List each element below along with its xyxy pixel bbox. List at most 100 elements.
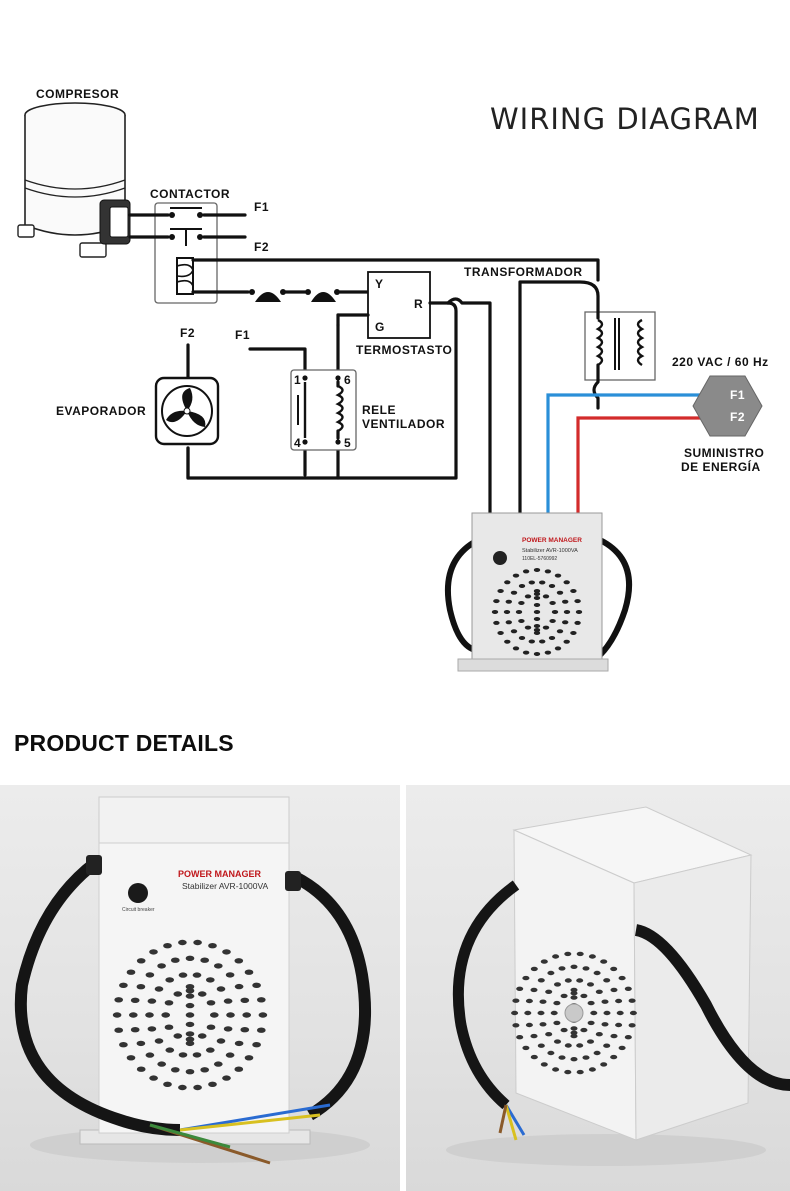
vent-hole [593,1050,601,1056]
vent-hole [505,620,512,625]
vent-hole [564,1043,572,1048]
vent-hole [185,1012,195,1018]
vent-hole [136,1066,146,1072]
vent-hole [493,599,500,604]
vent-hole [515,610,523,614]
vent-hole [548,584,556,588]
vent-hole [618,1045,626,1051]
wiring-diagram: WIRING DIAGRAM COMPRESOR CONTACTOR F1 F2 [17,87,768,672]
vent-hole [549,619,556,623]
blue-wire [546,393,728,513]
vent-hole [542,625,550,630]
vent-hole [200,957,210,963]
breaker-label: Circuit breaker [122,907,155,913]
vent-hole [525,1022,533,1028]
vent-hole [544,650,552,655]
vent-hole [256,997,266,1003]
diagram-title: WIRING DIAGRAM [490,102,760,136]
vent-hole [570,991,578,996]
vent-hole [556,629,564,634]
vent-hole [130,1027,140,1033]
vent-hole [206,1000,216,1006]
vent-hole [163,1081,172,1087]
relay-label-2: VENTILADOR [362,417,445,431]
vent-hole [539,639,546,644]
vent-hole [574,620,581,625]
vent-hole [126,1055,136,1061]
vent-hole [554,646,562,651]
thermostat-y: Y [375,277,384,291]
vent-hole [590,1010,598,1016]
vent-hole [145,1052,155,1058]
vent-hole [244,1055,254,1061]
vent-hole [206,1024,216,1030]
vent-hole [185,1031,195,1037]
vent-hole [192,972,202,978]
vent-hole [629,1010,637,1016]
vent-hole [136,1040,146,1047]
vent-hole [576,1069,584,1075]
side-product-photo [406,785,790,1191]
vent-hole [537,1010,545,1016]
black-wires [186,258,600,515]
vent-hole [185,984,195,990]
vent-hole [580,1027,588,1033]
vent-hole [615,1022,623,1028]
vent-hole [530,1054,538,1060]
transformer-icon [584,310,656,410]
vent-hole [522,650,530,655]
vent-hole [165,1047,175,1053]
vent-hole [575,610,583,614]
vent-hole [178,939,187,946]
vent-hole [586,982,595,987]
vent-hole [512,998,520,1003]
vent-hole [570,987,578,993]
vent-hole [216,1038,226,1044]
vent-hole [553,982,562,987]
vent-hole [178,972,188,978]
vent-hole [147,998,157,1004]
vent-hole [497,589,504,593]
vent-hole [209,1012,219,1018]
vent-hole [595,1032,603,1037]
vent-hole [540,959,548,964]
vent-hole [616,1010,624,1016]
vent-hole [240,1027,250,1033]
vent-hole [516,986,524,991]
vent-hole [149,1075,158,1081]
vent-hole [200,1067,210,1073]
vent-hole [222,949,231,955]
vent-hole [170,957,180,963]
vent-hole [528,639,535,644]
vent-hole [537,978,545,983]
vent-hole [570,1026,578,1031]
vent-hole [558,966,566,971]
vent-hole [497,631,504,635]
relay-pin-5: 5 [344,436,351,450]
vent-hole [185,988,195,994]
vent-hole [530,966,538,972]
vent-hole [225,1052,235,1058]
supply-hexagon [692,375,763,437]
vent-hole [533,652,541,656]
vent-hole [558,1055,566,1060]
vent-hole [570,1033,578,1039]
fan-relay [290,369,357,451]
vent-hole [240,997,250,1003]
vent-hole [161,1012,171,1018]
vent-hole [234,983,244,990]
vent-hole [533,610,541,614]
vent-hole [580,993,588,999]
vent-hole [576,1043,584,1048]
vent-hole [582,966,590,971]
f1-top-label: F1 [254,200,269,214]
vent-hole [242,1012,252,1018]
vent-hole [539,580,546,585]
vent-hole [512,573,520,578]
vent-hole [601,999,609,1004]
vent-hole [192,1052,202,1058]
vent-hole [147,1026,157,1032]
front-product-photo: POWER MANAGER Stabilizer AVR-1000VA Circ… [0,785,400,1191]
supply-label-1: SUMINISTRO [684,446,764,460]
vent-hole [225,972,235,978]
